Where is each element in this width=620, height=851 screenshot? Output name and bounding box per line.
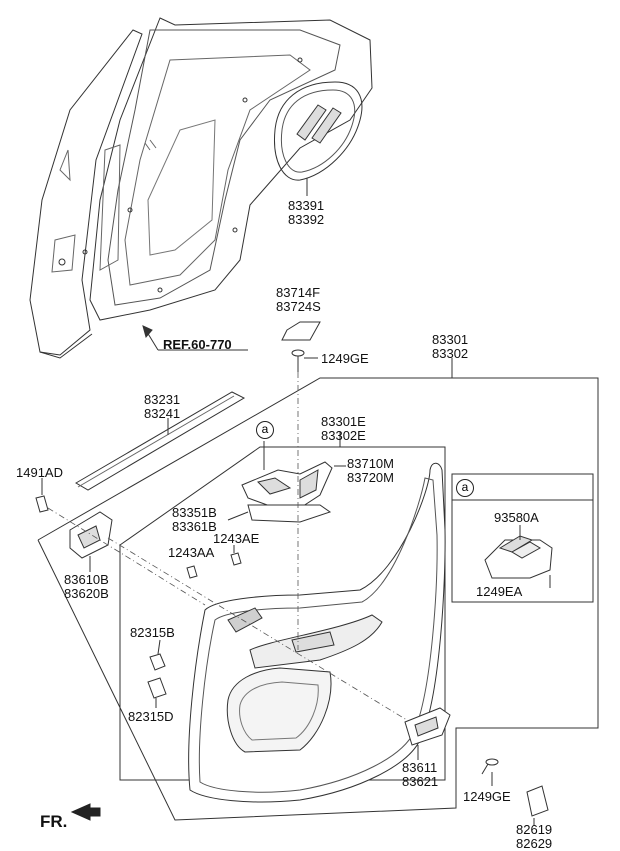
label-93580a: 93580A: [494, 510, 539, 525]
label-82629: 82629: [516, 836, 553, 851]
front-indicator-label: FR.: [40, 812, 68, 831]
label-1249ge-top: 1249GE: [321, 351, 369, 366]
clip-82315b: [149, 639, 166, 671]
label-1249ea: 1249EA: [476, 584, 523, 599]
label-83392: 83392: [288, 212, 325, 227]
label-83610b: 83610B: [64, 572, 109, 587]
part-83611-grip: [404, 707, 451, 760]
part-83710m-bracket: [241, 441, 346, 509]
label-1243aa: 1243AA: [168, 545, 215, 560]
label-83714f: 83714F: [276, 285, 321, 300]
door-trim-panel: [188, 462, 446, 803]
screw-1249ge-bottom: [481, 758, 499, 786]
label-83620b: 83620B: [64, 586, 109, 601]
clip-1491ad: [35, 478, 49, 513]
part-83714f-cover: [281, 321, 321, 341]
part-83351b-strip: [227, 504, 332, 523]
label-82619: 82619: [516, 822, 553, 837]
label-82315b: 82315B: [130, 625, 175, 640]
screw-1249ge-top: [291, 349, 318, 372]
label-83710m: 83710M: [347, 456, 394, 471]
label-1491ad: 1491AD: [16, 465, 63, 480]
part-83391-pad: [274, 81, 363, 196]
part-83231-weatherstrip: [75, 391, 246, 491]
label-83302: 83302: [432, 346, 469, 361]
callout-a-detail: a: [456, 479, 474, 497]
label-83302e: 83302E: [321, 428, 366, 443]
label-83724s: 83724S: [276, 299, 321, 314]
detail-box-a: [451, 473, 594, 603]
label-1243ae: 1243AE: [213, 531, 260, 546]
front-arrow-icon: [70, 803, 101, 821]
door-inner-panel: [29, 17, 373, 359]
label-83720m: 83720M: [347, 470, 394, 485]
callout-a-armrest: a: [256, 421, 274, 439]
label-83621: 83621: [402, 774, 439, 789]
screw-1243ae: [230, 545, 242, 566]
part-83610b-handle: [69, 511, 113, 572]
label-ref-60-770: REF.60-770: [163, 337, 232, 352]
guide-lines: [47, 372, 421, 729]
label-83361b: 83361B: [172, 519, 217, 534]
assembly-outline-83301e: [119, 432, 446, 781]
label-83231: 83231: [144, 392, 181, 407]
clip-82315d: [147, 677, 167, 708]
label-83391: 83391: [288, 198, 325, 213]
label-82315d: 82315D: [128, 709, 174, 724]
label-83611: 83611: [402, 760, 438, 775]
label-83301e: 83301E: [321, 414, 366, 429]
label-83351b: 83351B: [172, 505, 217, 520]
label-83241: 83241: [144, 406, 181, 421]
part-82619-cover: [526, 785, 549, 826]
ref-arrow: [142, 325, 248, 351]
label-1249ge-bottom: 1249GE: [463, 789, 511, 804]
assembly-outline-83301: [37, 358, 599, 821]
label-83301: 83301: [432, 332, 469, 347]
screw-1243aa: [186, 565, 198, 579]
